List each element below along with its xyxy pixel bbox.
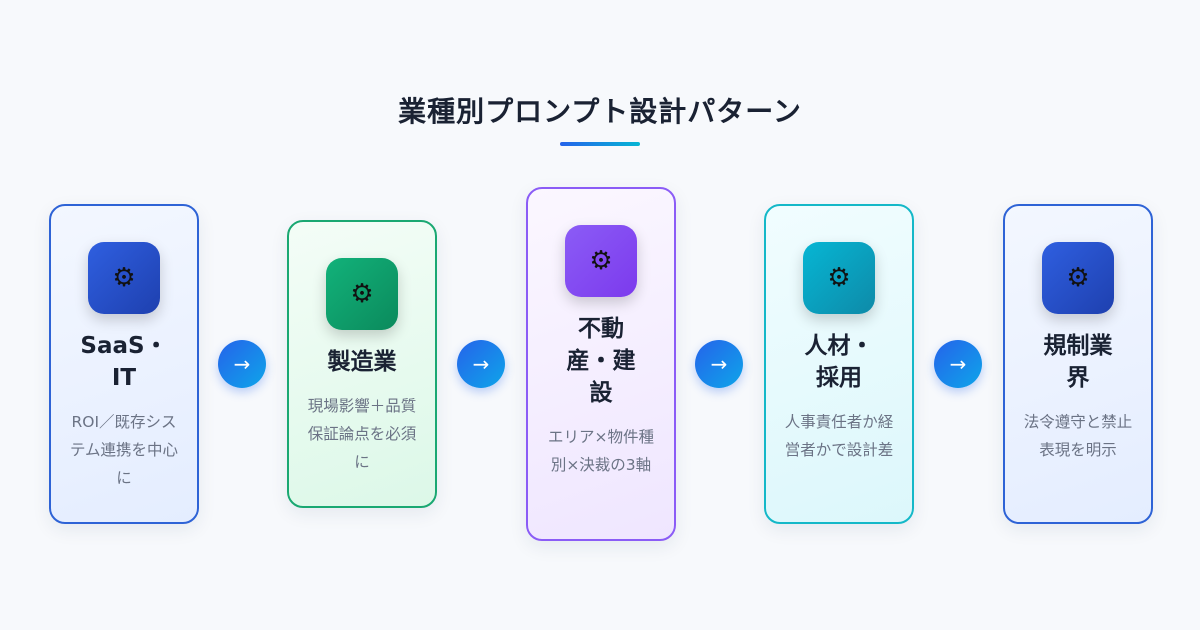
- page-title: 業種別プロンプト設計パターン: [398, 95, 802, 128]
- card-description: ROI／既存システム連携を中心に: [69, 413, 179, 487]
- card-title: 規制業界: [1043, 333, 1113, 391]
- card-real-estate: ⚙ 不動産・建設 エリア×物件種別×決裁の3軸: [526, 187, 676, 541]
- card-title: 不動産・建設: [566, 316, 636, 406]
- arrow-icon: →: [695, 340, 743, 388]
- gear-icon: ⚙: [1042, 242, 1114, 314]
- card-title: 製造業: [327, 349, 397, 375]
- gear-icon: ⚙: [88, 242, 160, 314]
- card-manufacturing: ⚙ 製造業 現場影響＋品質保証論点を必須に: [287, 220, 437, 508]
- gear-icon: ⚙: [326, 258, 398, 330]
- arrow-icon: →: [218, 340, 266, 388]
- gear-icon: ⚙: [565, 225, 637, 297]
- gear-icon: ⚙: [803, 242, 875, 314]
- title-underline: [560, 142, 640, 146]
- card-hr-recruiting: ⚙ 人材・採用 人事責任者か経営者かで設計差: [764, 204, 914, 524]
- card-description: 法令遵守と禁止表現を明示: [1023, 413, 1133, 459]
- card-saas-it: ⚙ SaaS・IT ROI／既存システム連携を中心に: [49, 204, 199, 524]
- card-description: エリア×物件種別×決裁の3軸: [548, 428, 654, 474]
- card-regulated-industry: ⚙ 規制業界 法令遵守と禁止表現を明示: [1003, 204, 1153, 524]
- card-title: 人材・採用: [804, 333, 874, 391]
- card-description: 人事責任者か経営者かで設計差: [784, 413, 894, 459]
- card-title: SaaS・IT: [80, 333, 168, 391]
- arrow-icon: →: [934, 340, 982, 388]
- arrow-icon: →: [457, 340, 505, 388]
- card-description: 現場影響＋品質保証論点を必須に: [307, 397, 417, 471]
